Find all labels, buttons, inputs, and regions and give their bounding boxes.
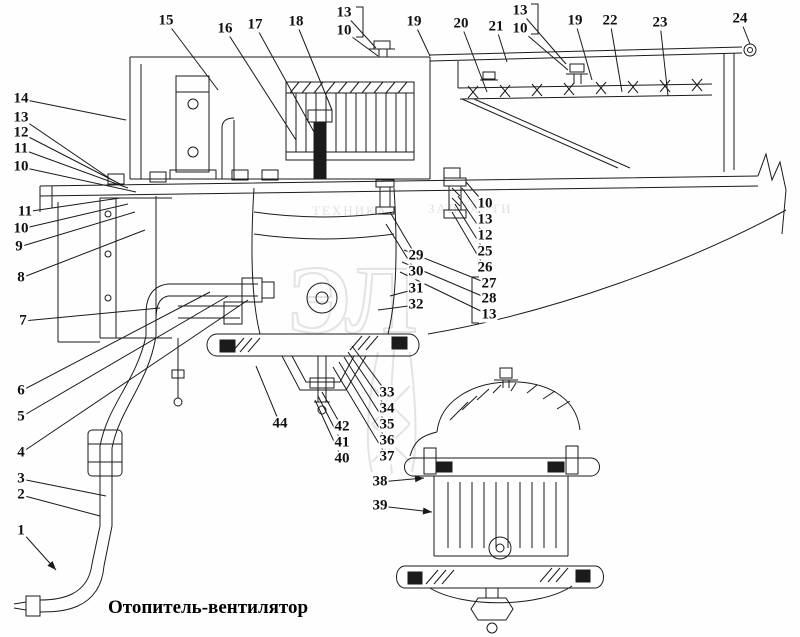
air-duct-lid <box>429 43 757 172</box>
bracket-and-pipes <box>13 196 275 617</box>
figure-title: Отопитель-вентилятор <box>108 597 309 618</box>
fan-motor-bottom-view <box>396 367 604 634</box>
watermark-word-left: ТЕХНИКА <box>312 203 388 218</box>
heater-housing <box>129 40 431 180</box>
watermark-word-right: ЗАПЧАСТИ <box>428 201 512 216</box>
firewall-panel <box>39 152 787 335</box>
watermark-wheat-sheaf-icon <box>366 349 417 475</box>
